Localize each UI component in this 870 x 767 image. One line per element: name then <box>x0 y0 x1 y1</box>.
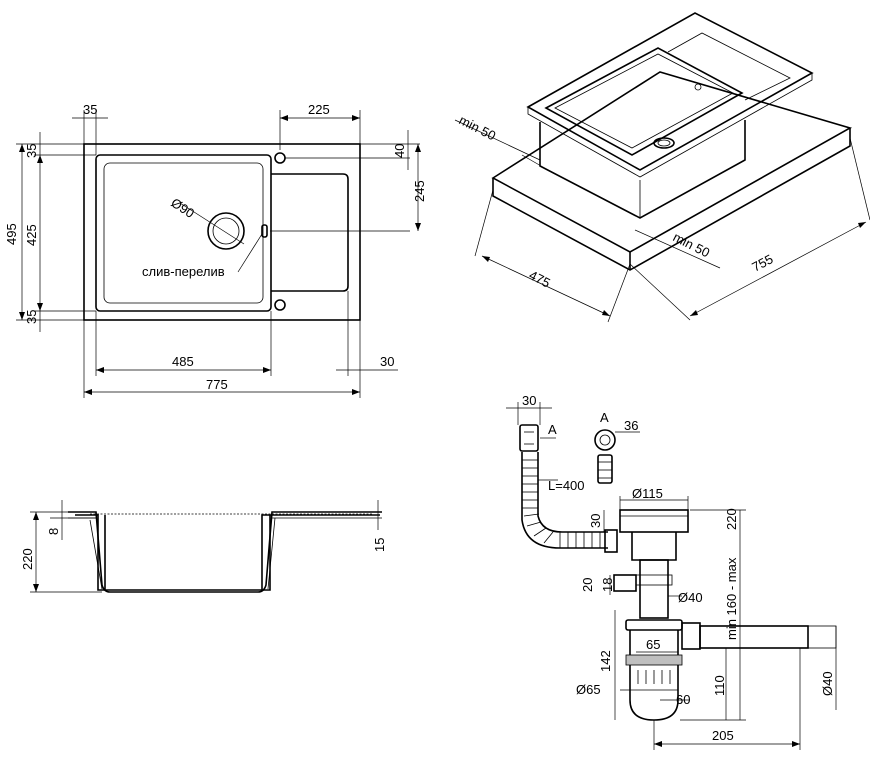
overflow-label: слив-перелив <box>142 264 225 279</box>
section-view: 220 8 15 <box>20 500 387 593</box>
bowl-inner-outline <box>103 162 264 304</box>
siphon-dim-205: 205 <box>712 728 734 743</box>
dim-diameter-90: Ø90 <box>168 195 197 221</box>
siphon-range: min 160 - max <box>724 557 739 640</box>
section-dim-220: 220 <box>20 548 35 570</box>
drain-inner <box>212 217 240 245</box>
siphon-dim-18: 18 <box>600 578 615 592</box>
tap-hole-top <box>274 152 286 164</box>
dim-left-495: 495 <box>4 223 19 245</box>
siphon-view: 30 A A 36 L=400 Ø115 30 18 20 Ø40 65 142… <box>506 393 837 750</box>
dim-top-35: 35 <box>83 102 97 117</box>
dim-right-40: 40 <box>392 144 407 158</box>
siphon-dim-110: 110 <box>712 675 727 696</box>
siphon-dim-142: 142 <box>598 650 613 672</box>
dim-bottom-485: 485 <box>172 354 194 369</box>
overflow-slot <box>261 224 268 238</box>
dim-bottom-775: 775 <box>206 377 228 392</box>
section-dim-15: 15 <box>372 538 387 552</box>
iso-drain <box>653 137 675 149</box>
drain-body <box>631 532 677 561</box>
part-a-side <box>597 454 613 484</box>
siphon-dim-65-diam: Ø65 <box>576 682 601 697</box>
iso-min-50-right: min 50 <box>671 229 713 260</box>
dim-left-35-bottom: 35 <box>24 310 39 324</box>
section-profile <box>75 514 380 591</box>
siphon-dim-65: 65 <box>646 637 660 652</box>
dim-top-225: 225 <box>308 102 330 117</box>
drain-outer <box>207 212 245 250</box>
siphon-hose-length: L=400 <box>548 478 585 493</box>
iso-drainboard <box>667 32 791 101</box>
section-dim-8: 8 <box>46 528 61 535</box>
isometric-view: 475 755 min 50 min 50 <box>454 12 870 323</box>
part-a-top <box>594 429 616 451</box>
plan-view: 35 225 495 35 425 35 40 245 Ø90 слив-пер… <box>4 102 427 398</box>
dim-bottom-30: 30 <box>380 354 394 369</box>
dim-right-245: 245 <box>412 180 427 202</box>
tap-hole-bottom <box>274 299 286 311</box>
siphon-label-a-small: A <box>548 422 557 437</box>
siphon-dim-60: 60 <box>676 692 690 707</box>
dim-left-425: 425 <box>24 224 39 246</box>
overflow-head <box>519 424 539 452</box>
bowl-outer-outline <box>95 154 272 312</box>
siphon-label-a: A <box>600 410 609 425</box>
siphon-dim-220: 220 <box>724 508 739 530</box>
siphon-dim-40-mid: Ø40 <box>678 590 703 605</box>
sink-outer-outline <box>83 143 361 321</box>
outlet-pipe <box>699 625 809 649</box>
siphon-dim-40-outlet: Ø40 <box>820 671 835 696</box>
drain-flange <box>619 509 689 533</box>
iso-min-50-left: min 50 <box>457 112 499 143</box>
drainboard-outline <box>271 173 349 292</box>
siphon-dim-115: Ø115 <box>632 486 663 501</box>
sink-bowl-opening <box>544 47 744 156</box>
siphon-dim-20: 20 <box>580 578 595 592</box>
iso-dim-755: 755 <box>749 251 775 274</box>
siphon-dim-30-top: 30 <box>522 393 536 408</box>
siphon-dim-36: 36 <box>624 418 638 433</box>
siphon-dim-30-side: 30 <box>588 514 603 528</box>
dim-left-35-top: 35 <box>24 144 39 158</box>
